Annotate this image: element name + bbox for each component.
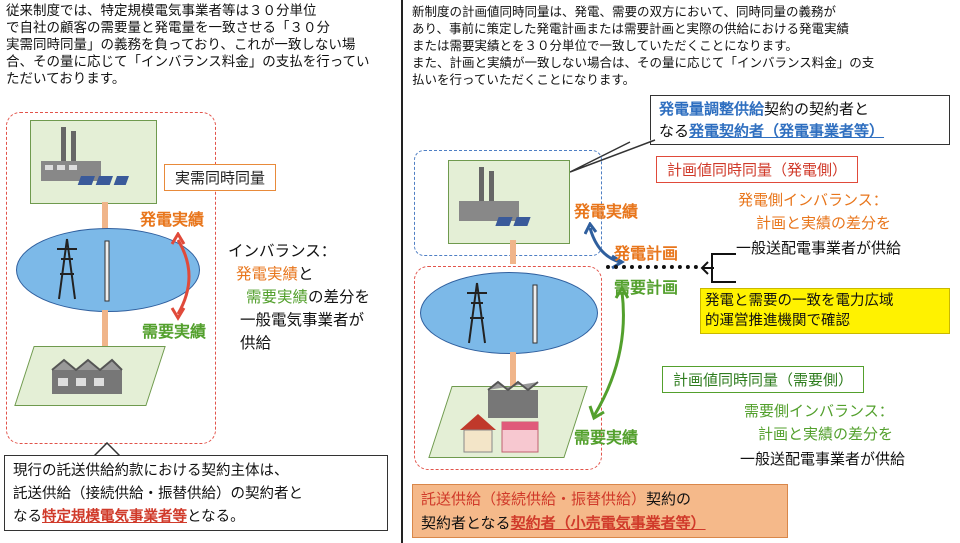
dem-imbalance-text: 需要側インバランス： 計画と実績の差分を 一般送配電事業者が供給 [740,400,905,471]
right-upper-connector [510,240,516,264]
imbalance-line: 供給 [240,334,272,352]
left-intro-line: 従来制度では、特定規模電気事業者等は３０分単位 [6,3,317,19]
left-scope-boundary [6,112,216,444]
callout-line: 現行の託送供給約款における契約主体は、 [13,463,289,479]
left-intro-line: 合、その量に応じて「インバランス料金」の支払を行ってい [6,54,370,70]
house-and-store-icon [460,380,539,453]
left-contract-callout: 現行の託送供給約款における契約主体は、 託送供給（接続供給・振替供給）の契約者と… [4,455,388,531]
factory-icon [459,167,531,226]
right-grid-ellipse [420,272,598,354]
transmission-tower-icon [467,282,538,344]
retail-contract-callout: 託送供給（接続供給・振替供給）契約の 契約者となる契約者（小売電気事業者等） [412,484,788,538]
demand-scope-boundary [414,266,602,470]
callout-line: 契約者となる契約者（小売電気事業者等） [421,514,706,532]
right-intro-line: 新制度の計画値同時同量は、発電、需要の双方において、同時同量の義務が [412,4,837,19]
dem-imbalance-line: 計画と実績の差分を [758,425,894,443]
gen-callout-pointer [569,139,656,173]
dem-imbalance-title: 需要側インバランス： [744,402,894,420]
right-lower-connector [510,352,516,386]
gen-imbalance-title: 発電側インバランス： [738,191,888,209]
right-intro-line: また、計画と実績が一致しない場合は、その量に応じて「インバランス料金」の支 [412,55,875,70]
callout-line: 託送供給（接続供給・振替供給）の契約者と [13,486,303,502]
left-imbalance-arrow [170,232,191,321]
check-bracket-arrow [700,253,736,283]
gen-scope-boundary [414,150,602,256]
factory-icon [51,358,123,394]
left-lower-connector [102,310,108,346]
panel-divider [401,0,403,543]
right-power-plant-facility [448,160,570,244]
left-intro-line: で自社の顧客の需要量と発電量を一致させる「３０分 [6,20,330,36]
demand-balance-arrow [588,286,630,421]
keikaku-hatsuden-box: 計画値同時同量（発電側） [656,156,859,183]
left-juyou-jisseki: 需要実績 [142,322,207,341]
hatsuden-keikaku-label: 発電計画 [614,244,679,263]
imbalance-title: インバランス： [228,242,337,260]
factory-icon [41,127,129,185]
occto-line: 的運営推進機関で確認 [705,313,850,329]
left-grid-ellipse [16,228,200,312]
right-intro-line: あり、事前に策定した発電計画または需要計画と実際の供給における発電実績 [412,21,850,36]
imbalance-line: 需要実績の差分を [246,288,371,306]
jitsuju-doji-label: 実需同時同量 [164,164,277,191]
right-intro-line: 払いを行っていただくことになります。 [412,72,636,87]
occto-confirmation-box: 発電と需要の一致を電力広域 的運営推進機関で確認 [700,288,950,334]
callout-line: なる特定規模電気事業者等となる。 [13,509,245,525]
gen-imbalance-line: 一般送配電事業者が供給 [736,239,902,257]
left-intro: 従来制度では、特定規模電気事業者等は３０分単位 で自社の顧客の需要量と発電量を一… [6,3,370,88]
occto-line: 発電と需要の一致を電力広域 [705,293,894,309]
callout-line: 発電量調整供給契約の契約者と [659,100,870,118]
left-callout-pointer [92,442,122,458]
juyou-keikaku-label: 需要計画 [614,278,679,297]
imbalance-line: 発電実績と [236,265,314,283]
left-imbalance-text: インバランス： 発電実績と 需要実績の差分を 一般電気事業者が 供給 [228,240,370,355]
dem-imbalance-line: 一般送配電事業者が供給 [740,450,906,468]
right-intro-line: または需要実績とを３０分単位で一致していただくことになります。 [412,38,798,53]
left-intro-line: 実需同時同量」の義務を負っており、これが一致しない場 [6,37,356,53]
gen-contract-callout: 発電量調整供給契約の契約者と なる発電契約者（発電事業者等） [650,95,950,145]
callout-line: なる発電契約者（発電事業者等） [659,122,885,140]
gen-imbalance-text: 発電側インバランス： 計画と実績の差分を 一般送配電事業者が供給 [736,189,902,260]
power-plant-facility [30,120,157,204]
keikaku-juyou-box: 計画値同時同量（需要側） [662,366,865,393]
right-hatsuden-jisseki: 発電実績 [574,202,639,221]
left-intro-line: ただいております。 [6,71,126,87]
left-hatsuden-jisseki: 発電実績 [140,210,205,229]
imbalance-line: 一般電気事業者が [240,311,365,329]
right-juyou-jisseki: 需要実績 [574,428,639,447]
transmission-tower-icon [57,238,110,302]
right-intro: 新制度の計画値同時同量は、発電、需要の双方において、同時同量の義務が あり、事前… [412,3,874,88]
left-upper-connector [102,202,108,230]
plan-balance-line [606,265,698,269]
callout-line: 託送供給（接続供給・振替供給）契約の [421,490,692,508]
gen-imbalance-line: 計画と実績の差分を [756,214,892,232]
